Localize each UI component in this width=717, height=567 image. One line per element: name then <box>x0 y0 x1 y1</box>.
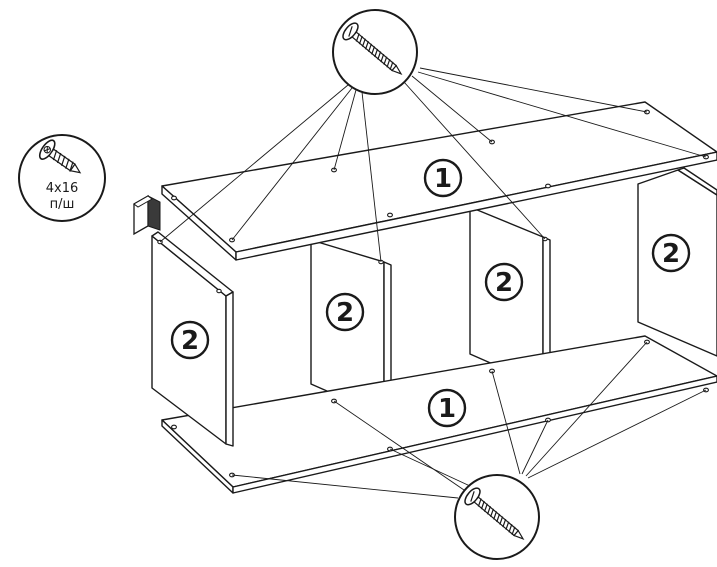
screw-icon <box>342 22 403 76</box>
part-number-label: 2 <box>336 298 354 328</box>
part-badge-top-shelf: 1 <box>423 158 463 198</box>
screw-callout-bottom <box>454 474 540 560</box>
leader-lines-top <box>159 67 707 263</box>
corner-bracket-icon <box>133 194 161 236</box>
part-badge-divider-middle-right: 2 <box>484 262 524 302</box>
screw-icon <box>464 487 525 541</box>
screw-hole <box>171 195 177 201</box>
part-badge-divider-middle-left: 2 <box>325 292 365 332</box>
part-badge-bottom-shelf: 1 <box>427 388 467 428</box>
part-number-label: 2 <box>495 268 513 298</box>
part-number-label: 2 <box>662 239 680 269</box>
leader-lines-bottom <box>231 341 707 499</box>
screw-hole <box>545 183 551 189</box>
screw-hole <box>216 288 222 294</box>
part-number-label: 1 <box>434 164 452 194</box>
fastener-spec-callout: 4x16 п/ш <box>18 134 106 222</box>
fastener-type-label: п/ш <box>50 197 75 212</box>
screw-hole <box>171 424 177 430</box>
fastener-size-label: 4x16 <box>46 181 79 196</box>
screw-icon <box>38 139 82 174</box>
part-badge-divider-right: 2 <box>651 233 691 273</box>
part-number-label: 2 <box>181 326 199 356</box>
part-number-label: 1 <box>438 394 456 424</box>
screw-hole <box>387 212 393 218</box>
part-badge-divider-front-left: 2 <box>170 320 210 360</box>
screw-callout-top <box>332 9 418 95</box>
